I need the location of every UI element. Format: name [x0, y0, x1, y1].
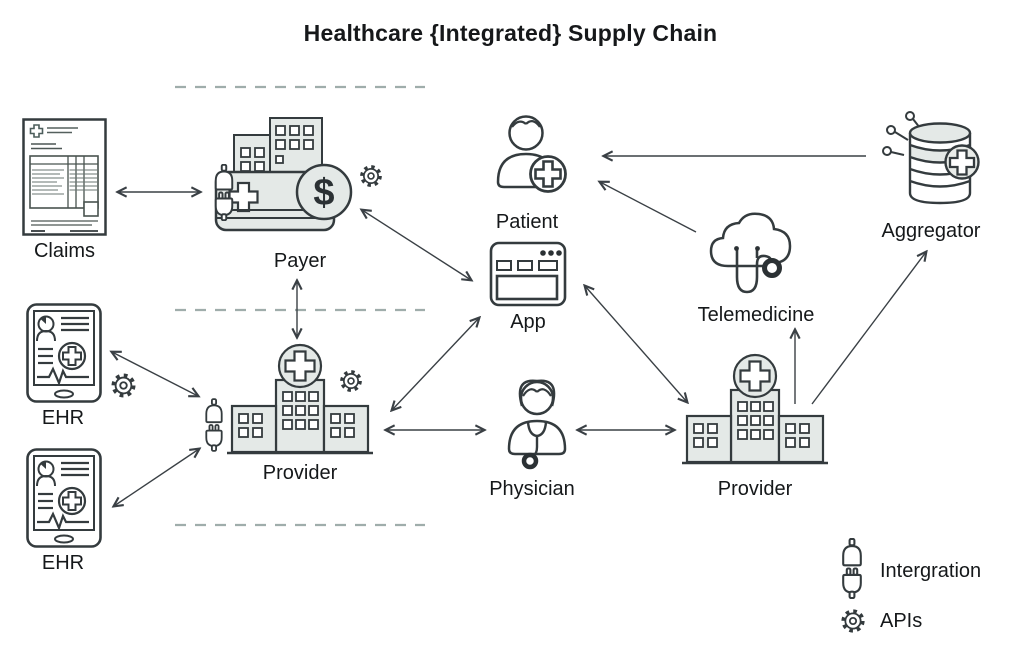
provider-hospital-icon	[227, 343, 373, 455]
aggregator-label: Aggregator	[881, 220, 981, 242]
ehr-bottom-label: EHR	[41, 552, 85, 574]
aggregator-database-plus-icon	[882, 111, 980, 205]
telemedicine-label: Telemedicine	[697, 304, 815, 326]
payer-building-card-icon: $	[214, 117, 353, 232]
legend-integration-label: Intergration	[880, 560, 982, 582]
app-label: App	[510, 311, 546, 333]
provider-left-label: Provider	[262, 462, 338, 484]
node-aggregator	[876, 106, 981, 218]
ehr-api	[108, 370, 139, 401]
telemedicine-cloud-stethoscope-icon	[709, 212, 792, 294]
arrow-provider-left-app	[392, 318, 479, 410]
claims-label: Claims	[33, 240, 96, 262]
arrow-telemedicine-patient	[600, 182, 697, 233]
ehr-tablet-icon	[26, 448, 102, 548]
node-ehr-bottom	[25, 448, 103, 548]
medical-cross-icon	[62, 346, 82, 366]
node-provider-right	[680, 352, 830, 470]
physician-person-stethoscope-icon	[507, 379, 567, 470]
heartbeat-line	[37, 511, 89, 532]
gear-icon	[111, 373, 136, 398]
node-patient	[492, 112, 572, 207]
legend-apis-item	[838, 606, 868, 636]
provider-left-integration	[200, 398, 228, 452]
medical-cross-icon	[62, 491, 82, 511]
plug-connector-icon	[205, 398, 223, 452]
diagram-title: Healthcare {Integrated} Supply Chain	[303, 20, 718, 46]
provider-hospital-icon	[682, 353, 828, 465]
legend-apis-label: APIs	[880, 610, 923, 632]
payer-label: Payer	[273, 250, 327, 272]
arrow-payer-app	[362, 210, 471, 280]
dollar-sign: $	[313, 172, 334, 214]
node-payer: $	[212, 110, 362, 245]
legend-integration-item	[836, 538, 868, 599]
ehr-tablet-icon	[26, 303, 102, 403]
plug-connector-icon	[842, 538, 862, 599]
payer-integration	[209, 164, 239, 221]
physician-label: Physician	[489, 478, 575, 500]
arrow-ehr-bottom-provider-left	[114, 449, 199, 506]
medical-cross-icon	[284, 350, 316, 382]
node-physician	[497, 375, 577, 475]
dollar-badge-icon	[295, 163, 353, 221]
medical-cross-icon	[534, 160, 562, 188]
heartbeat-line	[37, 366, 89, 387]
node-app	[489, 241, 567, 307]
patient-person-plus-icon	[496, 115, 567, 193]
app-window-icon	[489, 241, 567, 307]
provider-right-label: Provider	[717, 478, 793, 500]
node-claims	[22, 118, 107, 236]
gear-icon	[340, 370, 362, 392]
medical-cross-icon	[29, 124, 44, 138]
patient-label: Patient	[495, 211, 559, 233]
node-telemedicine	[700, 200, 800, 308]
gear-icon	[841, 609, 865, 633]
node-ehr-top	[25, 303, 103, 403]
ehr-top-label: EHR	[41, 407, 85, 429]
node-provider-left	[225, 342, 375, 460]
claims-invoice-document-icon	[22, 118, 107, 236]
plug-connector-icon	[214, 164, 234, 221]
medical-cross-icon	[739, 360, 771, 392]
payer-api	[357, 162, 385, 190]
gear-icon	[360, 165, 382, 187]
arrow-app-provider-right	[585, 286, 687, 402]
provider-left-api	[337, 367, 365, 395]
